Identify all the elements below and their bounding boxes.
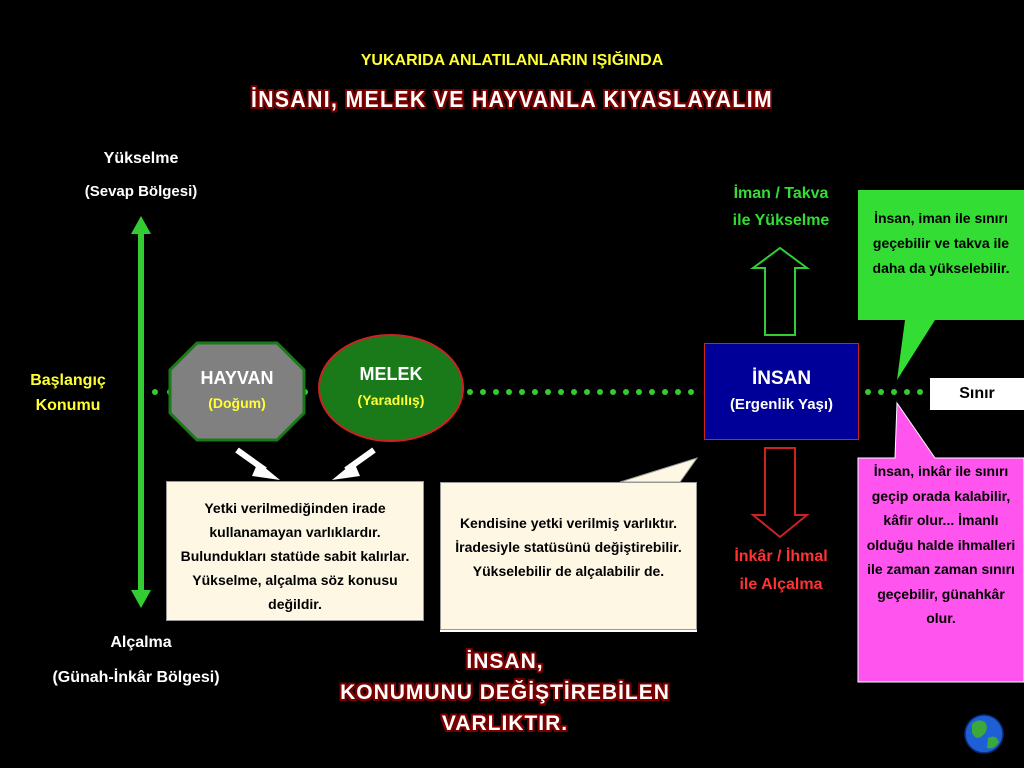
hayvan-name: HAYVAN: [200, 368, 274, 388]
insan-name: İNSAN: [751, 368, 812, 389]
hayvan-sub: (Doğum): [208, 395, 266, 411]
down-arrow: [750, 447, 810, 539]
start-position-line1: Başlangıç: [30, 372, 106, 389]
insan-sub: (Ergenlik Yaşı): [729, 396, 834, 413]
start-position-line2: Konumu: [35, 397, 101, 414]
animals-angels-note: Yetki verilmediğinden irade kullanamayan…: [166, 481, 424, 621]
up-label-line1: İman / Takva: [733, 185, 829, 202]
vertical-double-arrow: [131, 216, 151, 608]
pink-speech-bubble: [857, 401, 1024, 683]
down-label-line1: İnkâr / İhmal: [734, 548, 828, 565]
footer-line3: VARLIKTIR.: [441, 712, 569, 735]
down-label-line2: ile Alçalma: [739, 576, 823, 593]
up-label-line2: ile Yükselme: [732, 212, 830, 229]
up-arrow: [749, 246, 811, 336]
pink-bubble-text: İnsan, inkâr ile sınırı geçip orada kala…: [866, 463, 1016, 626]
melek-ellipse: [318, 334, 464, 442]
footer-line2: KONUMUNU DEĞİŞTİREBİLEN: [340, 681, 670, 704]
axis-bottom-sub: (Günah-İnkâr Bölgesi): [52, 669, 220, 686]
hayvan-octagon: [168, 341, 306, 442]
insan-box: İNSAN (Ergenlik Yaşı): [704, 343, 859, 440]
page-title: İNSANI, MELEK VE HAYVANLA KIYASLAYALIM: [251, 86, 773, 112]
melek-label: MELEK (Yaradılış): [319, 364, 463, 408]
melek-name: MELEK: [359, 364, 423, 384]
axis-top-label: Yükselme: [103, 150, 179, 167]
axis-bottom-label: Alçalma: [110, 634, 172, 651]
melek-sub: (Yaradılış): [357, 392, 425, 408]
footer-line1: İNSAN,: [466, 650, 544, 673]
down-label: İnkâr / İhmal ile Alçalma: [696, 543, 866, 599]
pointer-arrow-left: [235, 447, 280, 480]
globe-icon: [964, 714, 1004, 754]
up-label: İman / Takva ile Yükselme: [696, 180, 866, 234]
axis-top-sub: (Sevap Bölgesi): [84, 183, 198, 200]
hayvan-label: HAYVAN (Doğum): [170, 368, 304, 411]
pointer-arrow-right: [332, 447, 376, 480]
human-note-tail: [619, 457, 699, 483]
start-position-label: Başlangıç Konumu: [8, 368, 128, 418]
green-bubble-text: İnsan, iman ile sınırı geçebilir ve takv…: [872, 210, 1010, 276]
boundary-label: Sınır: [930, 378, 1024, 410]
green-speech-bubble: [858, 190, 1024, 380]
human-note: Kendisine yetki verilmiş varlıktır. İrad…: [440, 482, 697, 630]
footer-title: İNSAN, KONUMUNU DEĞİŞTİREBİLEN VARLIKTIR…: [250, 646, 760, 739]
subtitle: YUKARIDA ANLATILANLARIN IŞIĞINDA: [360, 52, 664, 69]
